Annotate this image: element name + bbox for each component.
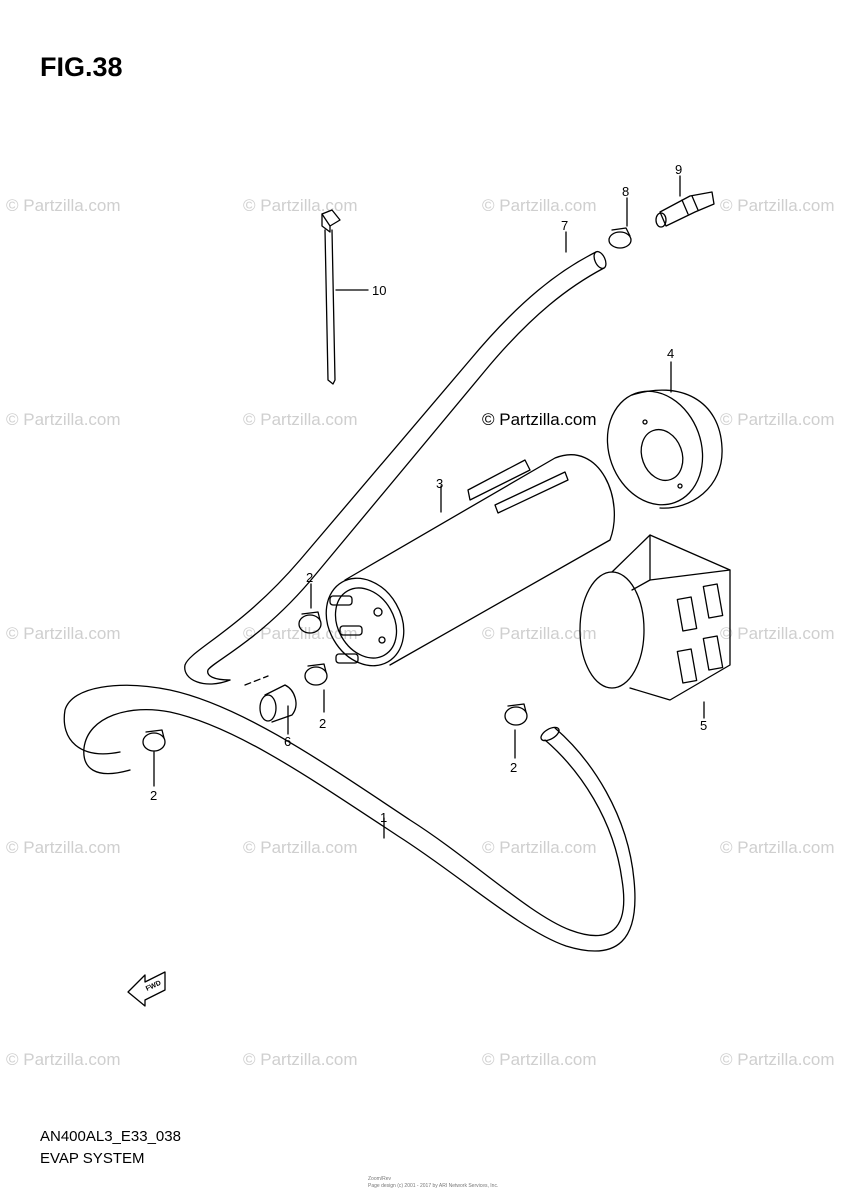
watermark: © Partzilla.com (243, 1050, 358, 1069)
callout-1: 1 (380, 810, 387, 825)
watermark: © Partzilla.com (6, 838, 121, 857)
canister-3[interactable] (311, 454, 615, 680)
footer: Zoom/Rev Page design (c) 2001 - 2017 by … (368, 1176, 498, 1190)
callout-7: 7 (561, 218, 568, 233)
hose-1[interactable] (63, 684, 636, 952)
callout-5: 5 (700, 718, 707, 733)
callout-10: 10 (372, 283, 386, 298)
callout-2: 2 (306, 570, 313, 585)
callout-4: 4 (667, 346, 674, 361)
clamp-2[interactable] (298, 611, 322, 634)
clamp-2[interactable] (304, 663, 328, 686)
watermark: © Partzilla.com (482, 624, 597, 643)
watermark: © Partzilla.com (720, 838, 835, 857)
watermark: © Partzilla.com (243, 838, 358, 857)
watermark: © Partzilla.com (243, 196, 358, 215)
cap-6[interactable] (259, 684, 297, 723)
cover-5[interactable] (579, 534, 731, 701)
watermark: © Partzilla.com (6, 1050, 121, 1069)
hose-7[interactable] (184, 250, 609, 685)
figure-code: AN400AL3_E33_038 (40, 1128, 181, 1145)
callout-3: 3 (436, 476, 443, 491)
watermark: © Partzilla.com (720, 624, 835, 643)
watermark: © Partzilla.com (720, 196, 835, 215)
watermark: © Partzilla.com (482, 1050, 597, 1069)
watermark: © Partzilla.com (482, 196, 597, 215)
watermark: © Partzilla.com (6, 196, 121, 215)
callout-9: 9 (675, 162, 682, 177)
figure-title: FIG.38 (40, 52, 123, 82)
system-name: EVAP SYSTEM (40, 1150, 145, 1167)
footer-line: Page design (c) 2001 - 2017 by ARI Netwo… (368, 1183, 499, 1189)
watermark: © Partzilla.com (720, 1050, 835, 1069)
clamp-2[interactable] (142, 729, 166, 752)
joint-9[interactable] (655, 191, 715, 228)
cable-tie-10[interactable] (321, 209, 341, 385)
watermark: © Partzilla.com (6, 410, 121, 429)
watermark: © Partzilla.com (6, 624, 121, 643)
callout-2: 2 (319, 716, 326, 731)
watermark: © Partzilla.com (243, 410, 358, 429)
clamp-2[interactable] (504, 703, 528, 726)
clamp-8[interactable] (608, 227, 632, 249)
callout-6: 6 (284, 734, 291, 749)
footer-line: Zoom/Rev (368, 1176, 392, 1182)
watermark: © Partzilla.com (482, 838, 597, 857)
watermark-center: © Partzilla.com (482, 410, 597, 429)
watermark: © Partzilla.com (720, 410, 835, 429)
callout-2: 2 (510, 760, 517, 775)
callout-8: 8 (622, 184, 629, 199)
fwd-arrow-icon (127, 971, 166, 1007)
callout-2: 2 (150, 788, 157, 803)
bracket-4[interactable] (592, 378, 723, 518)
